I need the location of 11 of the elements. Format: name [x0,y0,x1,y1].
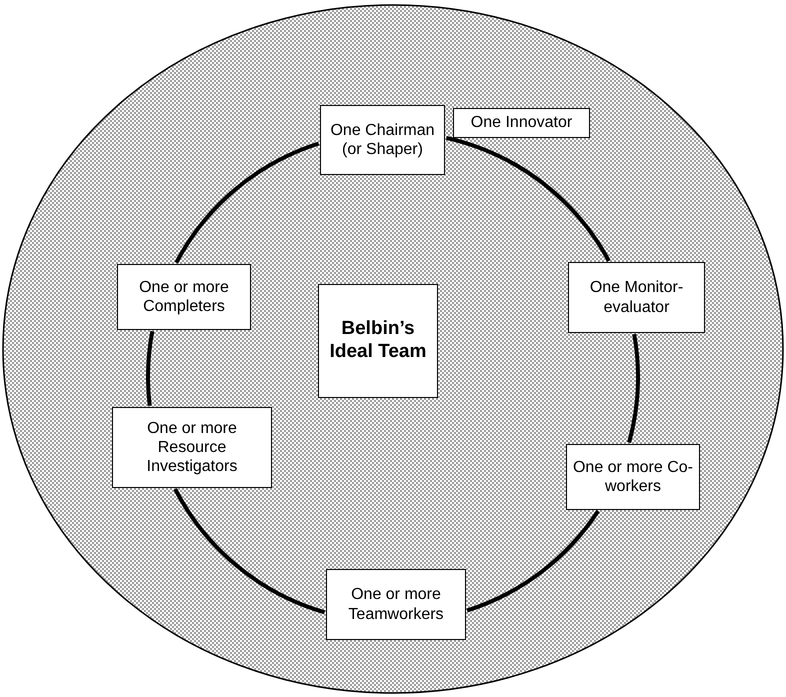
role-box: One Monitor-evaluator [568,262,705,333]
role-box: One or more Resource Investigators [112,407,272,488]
ring-arc [446,136,504,160]
role-box: One or more Teamworkers [326,569,466,640]
role-box: One Chairman (or Shaper) [320,105,445,175]
role-box: One Innovator [453,108,590,138]
title-box: Belbin’s Ideal Team [318,284,438,398]
role-box: One or more Completers [117,264,251,330]
role-box: One or more Co-workers [566,444,700,510]
ring-arc [502,156,610,262]
ring-arc [146,331,154,406]
